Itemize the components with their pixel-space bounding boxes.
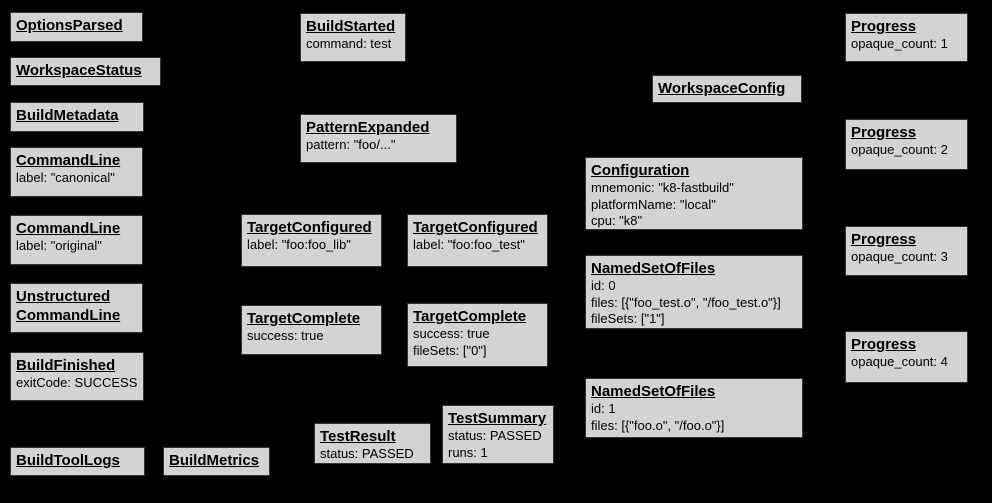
node-attribute: exitCode: SUCCESS xyxy=(16,375,138,390)
node-build-metadata: BuildMetadata xyxy=(10,102,144,132)
node-attribute: status: PASSED xyxy=(448,428,542,443)
node-title: BuildToolLogs xyxy=(16,452,120,469)
node-title: TestResult xyxy=(320,428,396,445)
node-workspace-status: WorkspaceStatus xyxy=(10,57,161,86)
node-title: BuildMetadata xyxy=(16,107,119,124)
node-attribute: opaque_count: 3 xyxy=(851,249,948,264)
node-attribute: opaque_count: 2 xyxy=(851,142,948,157)
node-attribute: success: true xyxy=(247,328,324,343)
node-attribute: label: "foo:foo_lib" xyxy=(247,237,351,252)
node-title: Configuration xyxy=(591,162,690,179)
node-attribute: fileSets: ["1"] xyxy=(591,311,665,326)
node-attribute: command: test xyxy=(306,36,392,51)
node-title: OptionsParsed xyxy=(16,17,123,34)
node-title: PatternExpanded xyxy=(306,119,430,136)
node-attribute: files: [{"foo_test.o", "/foo_test.o"}] xyxy=(591,294,781,310)
node-attribute: files: [{"foo.o", "/foo.o"}] xyxy=(591,417,725,433)
node-attribute: label: "canonical" xyxy=(16,170,115,185)
node-title: TargetConfigured xyxy=(413,219,538,236)
node-attribute: cpu: "k8" xyxy=(591,213,643,228)
node-attribute: pattern: "foo/..." xyxy=(306,137,396,152)
node-title: TargetComplete xyxy=(247,310,361,327)
node-title: CommandLine xyxy=(16,152,121,169)
node-attribute: mnemonic: "k8-fastbuild" xyxy=(591,180,734,195)
node-attribute: fileSets: ["0"] xyxy=(413,342,487,358)
node-attribute: opaque_count: 1 xyxy=(851,36,948,51)
node-title: Progress xyxy=(851,124,917,141)
node-attribute: success: true xyxy=(413,326,490,341)
node-title: CommandLine xyxy=(16,307,121,324)
node-title: BuildFinished xyxy=(16,357,116,374)
node-title: BuildStarted xyxy=(306,18,396,35)
node-attribute: runs: 1 xyxy=(448,444,488,460)
node-title: WorkspaceStatus xyxy=(16,62,142,79)
node-title: Progress xyxy=(851,336,917,353)
node-title: NamedSetOfFiles xyxy=(591,383,716,400)
node-title: BuildMetrics xyxy=(169,452,260,469)
node-title: NamedSetOfFiles xyxy=(591,260,716,277)
node-title: Progress xyxy=(851,18,917,35)
node-build-metrics: BuildMetrics xyxy=(163,447,270,476)
node-title: Unstructured xyxy=(16,288,111,305)
node-build-tool-logs: BuildToolLogs xyxy=(10,447,145,476)
node-attribute: id: 1 xyxy=(591,401,616,416)
node-attribute: platformName: "local" xyxy=(591,196,716,212)
node-title: TestSummary xyxy=(448,410,547,427)
node-attribute: label: "foo:foo_test" xyxy=(413,237,525,252)
node-title: TargetConfigured xyxy=(247,219,372,236)
node-options-parsed: OptionsParsed xyxy=(10,12,143,42)
node-title: Progress xyxy=(851,231,917,248)
node-title: WorkspaceConfig xyxy=(658,80,786,97)
node-attribute: label: "original" xyxy=(16,238,102,253)
node-workspace-config: WorkspaceConfig xyxy=(652,75,802,103)
node-attribute: opaque_count: 4 xyxy=(851,354,948,369)
node-title: TargetComplete xyxy=(413,308,527,325)
node-attribute: id: 0 xyxy=(591,278,616,293)
node-attribute: status: PASSED xyxy=(320,446,414,461)
node-title: CommandLine xyxy=(16,220,121,237)
